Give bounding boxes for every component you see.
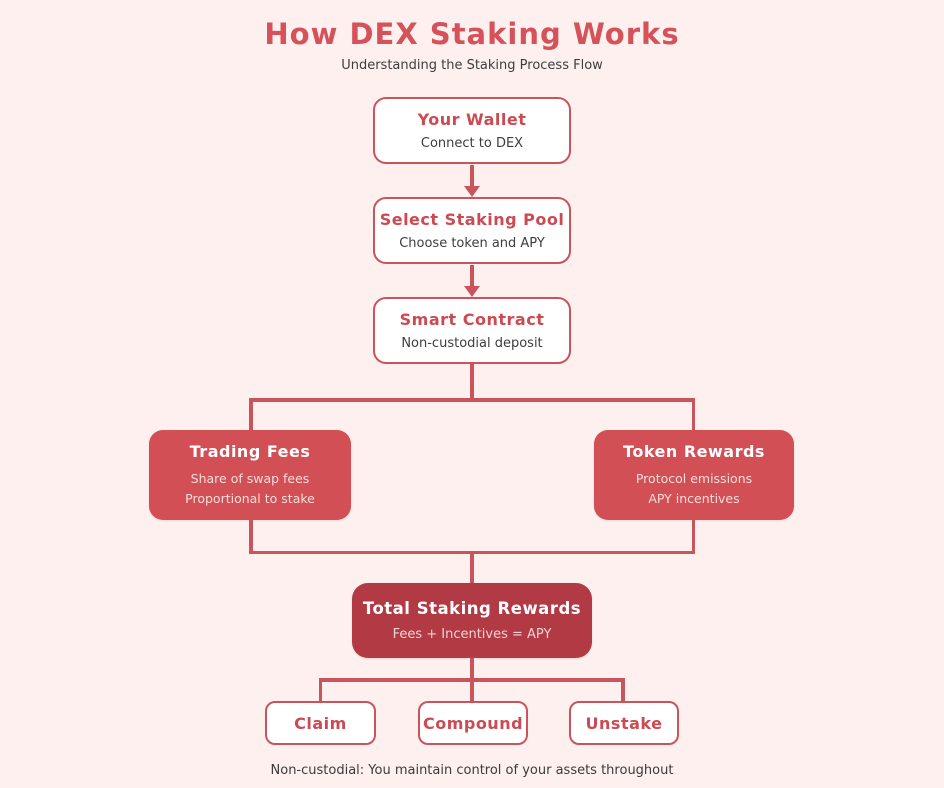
node-token-rewards-line2: APY incentives <box>648 490 740 506</box>
node-your-wallet: Your Wallet Connect to DEX <box>373 97 571 164</box>
node-trading-fees-line1: Share of swap fees <box>190 470 310 486</box>
node-total-staking-rewards: Total Staking Rewards Fees + Incentives … <box>352 583 592 658</box>
arrow-down-icon <box>464 286 480 297</box>
connector-split-right <box>691 398 695 430</box>
action-unstake: Unstake <box>569 701 679 745</box>
node-smart-contract: Smart Contract Non-custodial deposit <box>373 297 571 364</box>
connector-merge-right <box>691 520 695 554</box>
connector-total-stem <box>470 658 474 682</box>
action-compound: Compound <box>418 701 528 745</box>
footer-note: Non-custodial: You maintain control of y… <box>270 763 674 778</box>
node-total-staking-rewards-title: Total Staking Rewards <box>362 599 582 618</box>
node-total-staking-rewards-subtitle: Fees + Incentives = APY <box>392 627 552 642</box>
connector-action-unstake <box>621 678 625 701</box>
connector-split-bar <box>249 398 695 402</box>
node-select-staking-pool-subtitle: Choose token and APY <box>399 236 545 251</box>
node-trading-fees: Trading Fees Share of swap fees Proporti… <box>149 430 351 520</box>
node-select-staking-pool: Select Staking Pool Choose token and APY <box>373 197 571 264</box>
arrow-down-icon <box>464 186 480 197</box>
node-smart-contract-subtitle: Non-custodial deposit <box>401 336 543 351</box>
node-trading-fees-title: Trading Fees <box>189 441 311 461</box>
connector-merge-stem <box>470 550 474 584</box>
node-token-rewards-detail: Protocol emissions APY incentives <box>636 469 752 509</box>
page-subtitle: Understanding the Staking Process Flow <box>341 58 603 73</box>
connector-action-compound <box>470 678 474 701</box>
node-token-rewards-title: Token Rewards <box>623 441 765 461</box>
connector-action-claim <box>318 678 322 701</box>
connector-contract-stem <box>470 364 474 401</box>
node-your-wallet-title: Your Wallet <box>417 110 527 129</box>
node-trading-fees-line2: Proportional to stake <box>185 490 315 506</box>
connector-wallet-to-pool <box>470 165 474 188</box>
node-smart-contract-title: Smart Contract <box>399 310 545 329</box>
node-select-staking-pool-title: Select Staking Pool <box>379 210 565 229</box>
node-token-rewards: Token Rewards Protocol emissions APY inc… <box>594 430 794 520</box>
connector-split-left <box>249 398 253 430</box>
action-claim: Claim <box>265 701 376 745</box>
page-title: How DEX Staking Works <box>264 17 680 51</box>
connector-merge-left <box>249 520 253 554</box>
connector-pool-to-contract <box>470 265 474 288</box>
node-your-wallet-subtitle: Connect to DEX <box>420 136 524 151</box>
node-trading-fees-detail: Share of swap fees Proportional to stake <box>185 469 315 509</box>
node-token-rewards-line1: Protocol emissions <box>635 470 753 486</box>
